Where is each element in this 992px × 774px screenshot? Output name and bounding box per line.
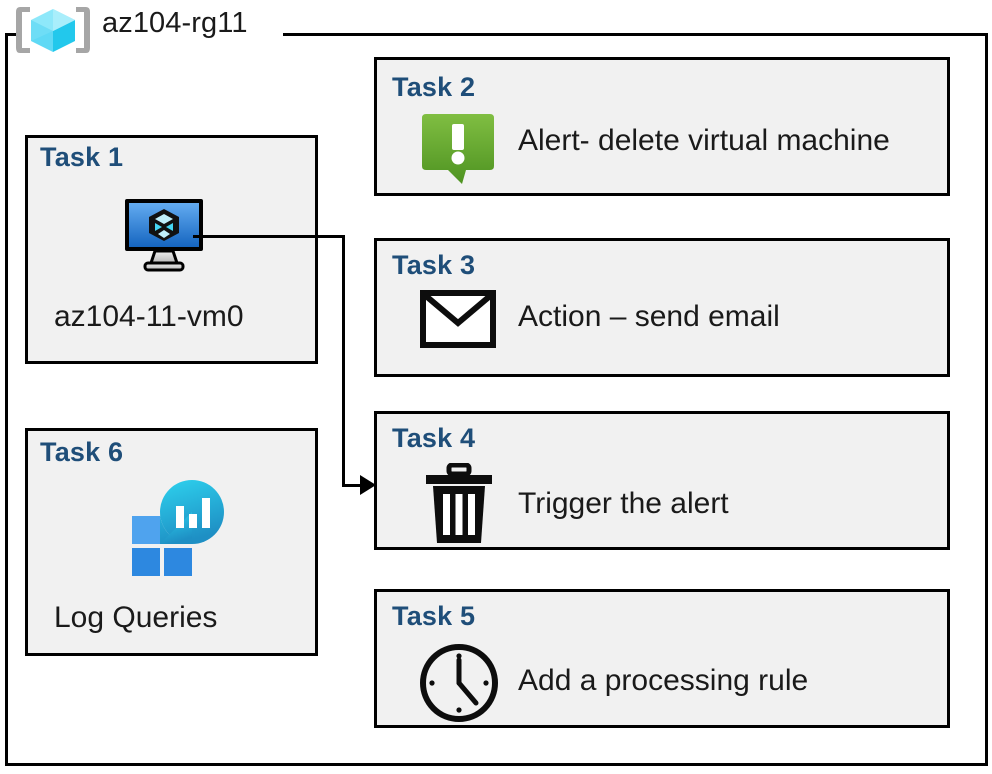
clock-icon — [420, 644, 498, 722]
task4-title: Task 4 — [392, 423, 476, 453]
virtual-machine-icon — [125, 199, 203, 272]
task4-label: Trigger the alert — [518, 487, 729, 520]
resource-group-border-top-left — [5, 33, 22, 36]
task5-title: Task 5 — [392, 601, 476, 631]
resource-group-cube-icon — [16, 7, 90, 53]
task2-title: Task 2 — [392, 72, 476, 102]
task-card-task1[interactable] — [25, 135, 318, 364]
arrow-right-icon — [360, 475, 376, 495]
task1-label: az104-11-vm0 — [54, 300, 244, 333]
task6-title: Task 6 — [40, 437, 124, 467]
log-analytics-icon — [132, 480, 224, 576]
task3-title: Task 3 — [392, 250, 476, 280]
alert-exclamation-icon — [422, 114, 494, 184]
connector-segment-vertical — [342, 235, 345, 487]
resource-group-border-left — [5, 33, 8, 766]
connector-segment-horizontal-top — [193, 235, 345, 238]
trash-delete-icon — [426, 463, 492, 543]
task-card-task5[interactable] — [374, 589, 950, 728]
envelope-icon — [420, 290, 496, 348]
task1-title: Task 1 — [40, 142, 124, 172]
resource-group-border-bottom — [5, 763, 988, 766]
task-card-task2[interactable] — [374, 57, 950, 196]
resource-group-name: az104-rg11 — [102, 7, 248, 39]
task6-label: Log Queries — [54, 601, 218, 634]
task3-label: Action – send email — [518, 300, 780, 333]
connector-segment-horizontal-bottom — [342, 484, 366, 487]
resource-group-border-right — [985, 33, 988, 766]
task2-label: Alert- delete virtual machine — [518, 124, 890, 157]
resource-group-border-top-right — [283, 33, 988, 36]
task5-label: Add a processing rule — [518, 664, 809, 697]
